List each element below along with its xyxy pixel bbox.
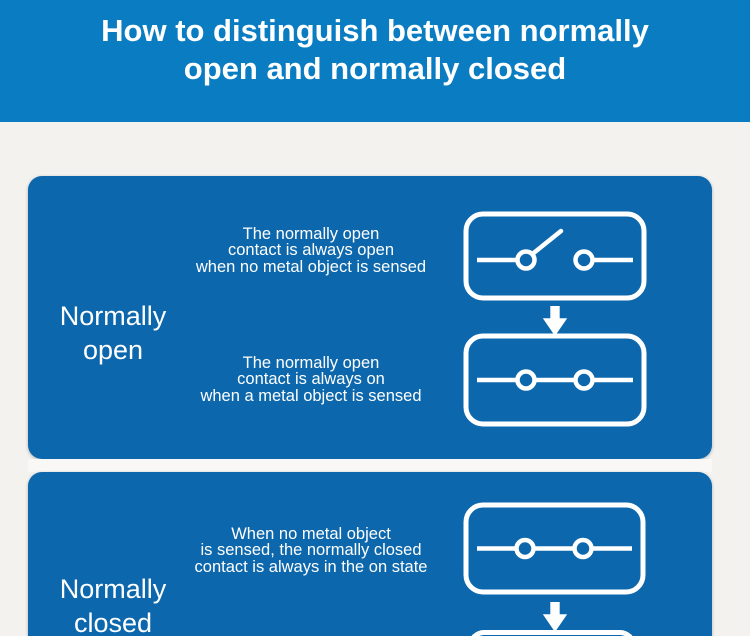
description-line: is sensed, the normally closed — [200, 541, 422, 560]
title-banner: How to distinguish between normally open… — [0, 0, 750, 122]
page-title-line-1: How to distinguish between normally — [101, 13, 649, 48]
description-open-metal-sensed: The normally open contact is always on w… — [174, 355, 448, 404]
description-line: when a metal object is sensed — [200, 386, 422, 405]
panel-label-line: closed — [73, 608, 153, 636]
description-line: when no metal object is sensed — [195, 257, 427, 276]
description-line: contact is always open — [227, 241, 394, 260]
description-open-no-metal: The normally open contact is always open… — [174, 226, 448, 275]
panel-label-normally-closed: Normally closed — [38, 572, 188, 636]
page-title: How to distinguish between normally open… — [0, 0, 750, 88]
closed-contact-diagram — [463, 502, 646, 595]
down-arrow-icon — [540, 602, 570, 632]
panel-label-normally-open: Normally open — [38, 299, 188, 367]
cutoff-contact-diagram — [468, 630, 636, 636]
description-line: The normally open — [242, 354, 380, 372]
page-title-line-2: open and normally closed — [183, 51, 567, 86]
panel-label-line: Normally — [59, 574, 167, 604]
down-arrow-icon — [540, 306, 570, 336]
description-line: When no metal object — [231, 525, 391, 543]
description-closed-no-metal: When no metal object is sensed, the norm… — [174, 526, 448, 575]
description-line: contact is always in the on state — [194, 557, 428, 576]
open-contact-diagram — [463, 211, 647, 301]
panel-normally-open: Normally open The normally open contact … — [28, 176, 712, 459]
panel-normally-closed: Normally closed When no metal object is … — [28, 472, 712, 636]
panel-label-line: Normally — [59, 301, 167, 331]
panel-label-line: open — [82, 335, 144, 365]
description-line: contact is always on — [237, 370, 385, 389]
closed-contact-diagram — [463, 333, 647, 427]
description-line: The normally open — [242, 225, 380, 243]
panel-divider — [28, 459, 712, 472]
